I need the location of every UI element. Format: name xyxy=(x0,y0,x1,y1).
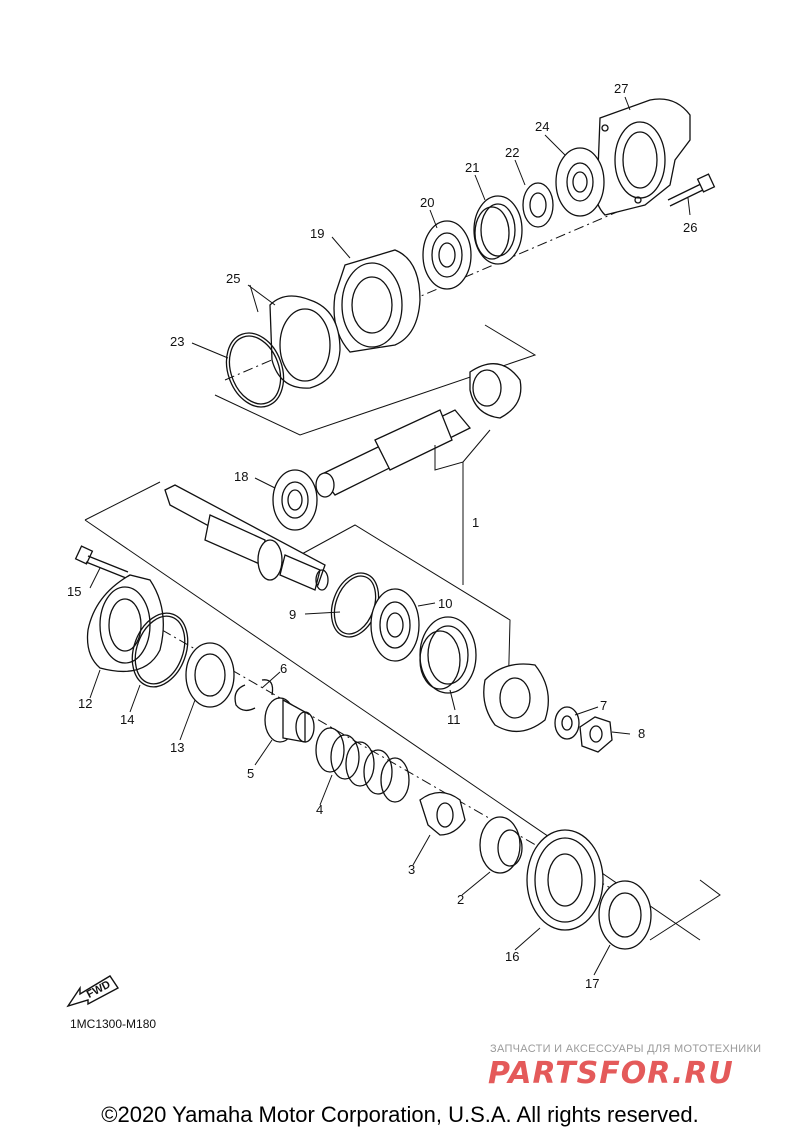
part-10-bearing[interactable] xyxy=(370,588,420,662)
callout-9: 9 xyxy=(289,607,296,622)
callout-4: 4 xyxy=(316,802,323,817)
part-1-bracket xyxy=(434,445,464,585)
part-15-bolt[interactable] xyxy=(74,545,129,579)
callout-8: 8 xyxy=(638,726,645,741)
part-7-washer[interactable] xyxy=(554,706,580,740)
callout-17: 17 xyxy=(585,976,599,991)
callout-7: 7 xyxy=(600,698,607,713)
output-shaft[interactable] xyxy=(164,484,329,591)
part-8-nut[interactable] xyxy=(579,716,613,753)
callout-25: 25 xyxy=(226,271,240,286)
lower-group-frame-right xyxy=(299,524,511,701)
callout-24: 24 xyxy=(535,119,549,134)
callout-27: 27 xyxy=(614,81,628,96)
callout-1: 1 xyxy=(472,515,479,530)
part-1-bracket-leg xyxy=(462,429,491,463)
lower-group-frame-br xyxy=(649,879,721,941)
callout-22: 22 xyxy=(505,145,519,160)
part-17-bearing[interactable] xyxy=(598,880,652,950)
watermark-logo: PARTSFOR.RU xyxy=(488,1056,734,1091)
callout-6: 6 xyxy=(280,661,287,676)
part-11-bearing-race[interactable] xyxy=(419,616,477,694)
part-19-bearing-housing[interactable] xyxy=(333,249,421,353)
callout-26: 26 xyxy=(683,220,697,235)
callout-labels: 27 26 24 22 21 20 19 25 23 18 1 15 9 10 … xyxy=(67,81,697,991)
part-20-bearing[interactable] xyxy=(422,220,472,290)
part-24-seal[interactable] xyxy=(555,147,605,217)
part-13-seal[interactable] xyxy=(185,642,235,708)
part-5-collar[interactable] xyxy=(264,697,315,743)
callout-3: 3 xyxy=(408,862,415,877)
part-18-bearing[interactable] xyxy=(272,469,318,531)
diagram-code: 1MC1300-M180 xyxy=(70,1017,157,1031)
callout-23: 23 xyxy=(170,334,184,349)
callout-2: 2 xyxy=(457,892,464,907)
part-16-ring-gear[interactable] xyxy=(526,829,604,931)
callout-5: 5 xyxy=(247,766,254,781)
part-26-bolt[interactable] xyxy=(667,173,716,207)
callout-20: 20 xyxy=(420,195,434,210)
part-12-cover[interactable] xyxy=(86,574,164,672)
pinion-gear[interactable] xyxy=(483,663,549,732)
part-27-housing[interactable] xyxy=(594,98,691,216)
part-2-clutch-hub[interactable] xyxy=(479,816,523,874)
upper-group-frame xyxy=(214,324,537,436)
callout-13: 13 xyxy=(170,740,184,755)
part-21-bearing-race[interactable] xyxy=(473,195,523,265)
part-14-o-ring[interactable] xyxy=(123,605,198,694)
callout-12: 12 xyxy=(78,696,92,711)
part-6-circlip[interactable] xyxy=(234,679,274,712)
upper-axis-line xyxy=(224,199,646,381)
lower-group-frame xyxy=(84,481,161,521)
callout-21: 21 xyxy=(465,160,479,175)
callout-19: 19 xyxy=(310,226,324,241)
callout-10: 10 xyxy=(438,596,452,611)
leader-lines xyxy=(89,96,691,976)
copyright-notice: ©2020 Yamaha Motor Corporation, U.S.A. A… xyxy=(101,1102,699,1127)
part-3-cam[interactable] xyxy=(419,791,466,836)
watermark-caption: ЗАПЧАСТИ И АКСЕССУАРЫ ДЛЯ МОТОТЕХНИКИ xyxy=(490,1043,762,1055)
fwd-arrow-icon: FWD xyxy=(66,975,120,1008)
part-1-shaft-assembly[interactable] xyxy=(315,363,522,498)
part-22-collar[interactable] xyxy=(522,182,554,228)
part-25-shim[interactable] xyxy=(269,295,341,389)
part-23-o-ring[interactable] xyxy=(217,325,294,415)
callout-18: 18 xyxy=(234,469,248,484)
callout-11: 11 xyxy=(447,712,461,727)
callout-16: 16 xyxy=(505,949,519,964)
callout-14: 14 xyxy=(120,712,134,727)
callout-15: 15 xyxy=(67,584,81,599)
part-4-spring[interactable] xyxy=(315,727,410,803)
